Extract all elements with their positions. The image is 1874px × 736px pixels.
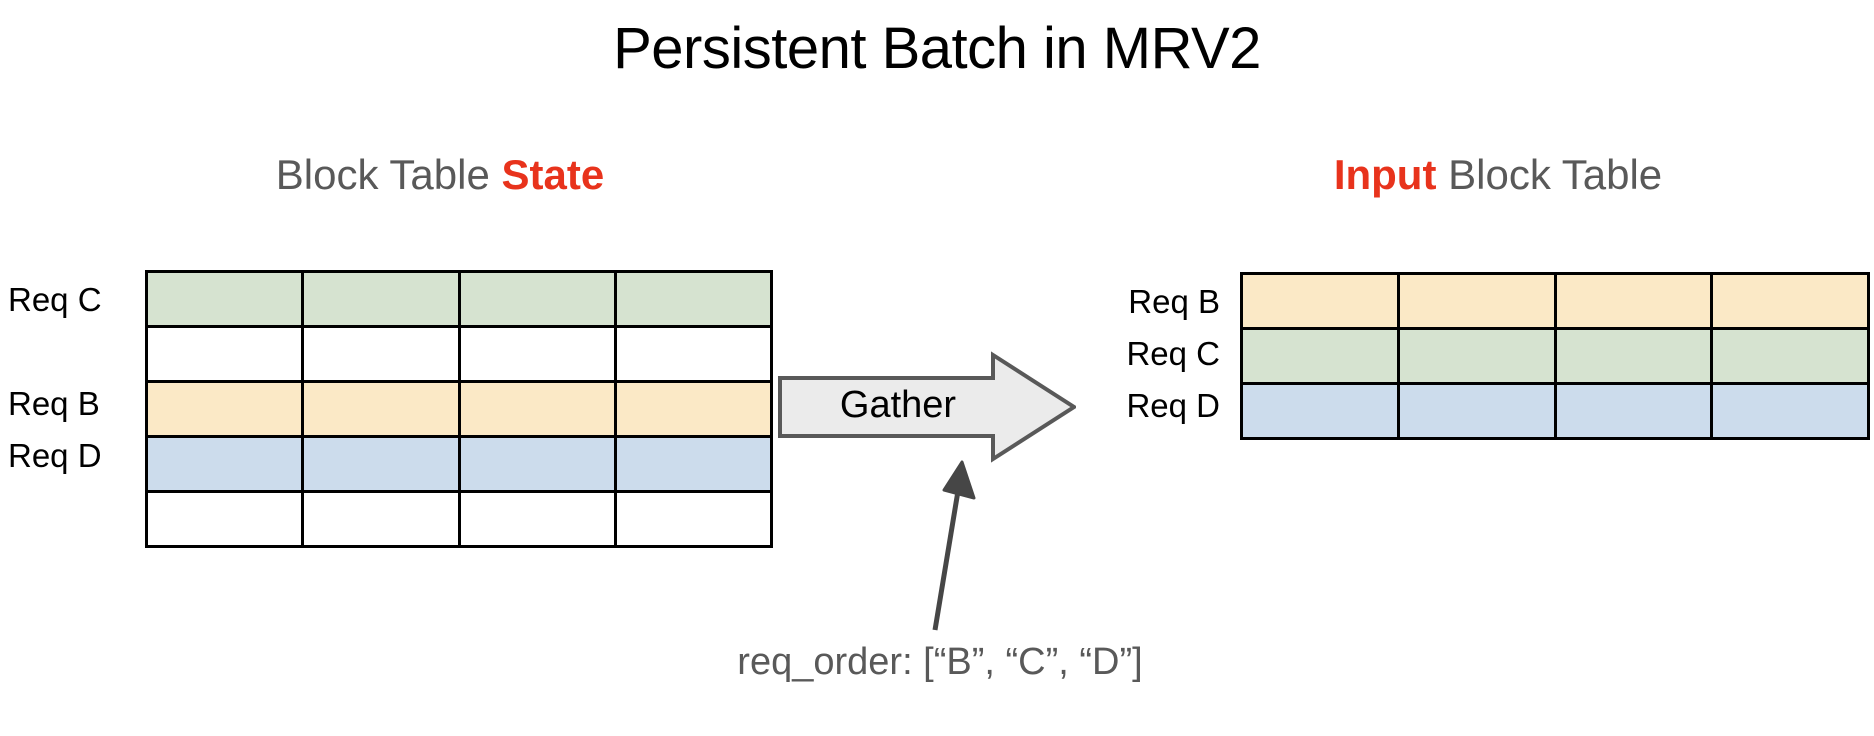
block-cell-empty — [613, 490, 774, 548]
row-label-req-b: Req B — [1128, 283, 1220, 320]
block-cell-empty — [144, 490, 305, 548]
block-cell-empty — [613, 325, 774, 383]
block-cell-empty — [301, 490, 461, 548]
block-cell-empty — [301, 325, 461, 383]
row-label-req-c: Req C — [1126, 335, 1220, 372]
row-label-req-c: Req C — [8, 281, 102, 318]
block-cell-occupied — [301, 380, 461, 438]
table-row — [1240, 382, 1870, 440]
gather-arrow-icon — [778, 351, 1078, 463]
table-row — [144, 435, 774, 493]
block-cell-empty — [457, 490, 617, 548]
block-cell-occupied — [144, 270, 305, 328]
table-row — [1240, 272, 1870, 330]
block-cell-occupied — [613, 380, 774, 438]
block-cell-occupied — [144, 380, 305, 438]
state-table-body — [144, 270, 774, 548]
block-cell-empty — [144, 325, 305, 383]
table-row — [144, 490, 774, 548]
pointer-line — [932, 484, 962, 631]
table-row — [144, 325, 774, 383]
block-table-state-grid — [144, 270, 774, 548]
block-cell-occupied — [1553, 272, 1714, 330]
block-table-state-heading: Block Table State — [116, 151, 764, 198]
block-cell-occupied — [1553, 327, 1714, 385]
block-cell-occupied — [1240, 382, 1400, 440]
right-heading-accent: Input — [1333, 151, 1437, 198]
req-order-caption: req_order: [“B”, “C”, “D”] — [737, 641, 1143, 683]
input-table-body — [1240, 272, 1870, 440]
block-cell-occupied — [613, 435, 774, 493]
table-row — [144, 270, 774, 328]
left-heading-accent: State — [501, 151, 605, 198]
row-label-req-b: Req B — [8, 385, 100, 422]
block-cell-occupied — [1710, 327, 1870, 385]
arrow-up-right-icon — [932, 460, 976, 631]
right-heading-suffix: Block Table — [1436, 151, 1663, 198]
req-order-pointer — [880, 440, 1060, 660]
block-cell-occupied — [613, 270, 774, 328]
page-title: Persistent Batch in MRV2 — [613, 16, 1261, 81]
row-label-req-d: Req D — [8, 437, 102, 474]
table-row — [144, 380, 774, 438]
block-cell-occupied — [144, 435, 305, 493]
block-cell-occupied — [1710, 272, 1870, 330]
block-cell-occupied — [1396, 272, 1557, 330]
block-cell-occupied — [457, 435, 617, 493]
block-cell-empty — [457, 325, 617, 383]
block-cell-occupied — [1710, 382, 1870, 440]
input-block-table-heading: Input Block Table — [1122, 151, 1874, 198]
block-cell-occupied — [1240, 272, 1400, 330]
block-cell-occupied — [1396, 382, 1557, 440]
pointer-head — [942, 460, 976, 500]
gather-arrow-shape — [778, 351, 1078, 463]
left-heading-prefix: Block Table — [275, 151, 502, 198]
block-cell-occupied — [301, 435, 461, 493]
block-cell-occupied — [301, 270, 461, 328]
block-cell-occupied — [1553, 382, 1714, 440]
row-label-req-d: Req D — [1126, 387, 1220, 424]
block-cell-occupied — [457, 270, 617, 328]
table-row — [1240, 327, 1870, 385]
input-block-table-grid — [1240, 272, 1870, 440]
block-cell-occupied — [1396, 327, 1557, 385]
block-cell-occupied — [457, 380, 617, 438]
block-cell-occupied — [1240, 327, 1400, 385]
